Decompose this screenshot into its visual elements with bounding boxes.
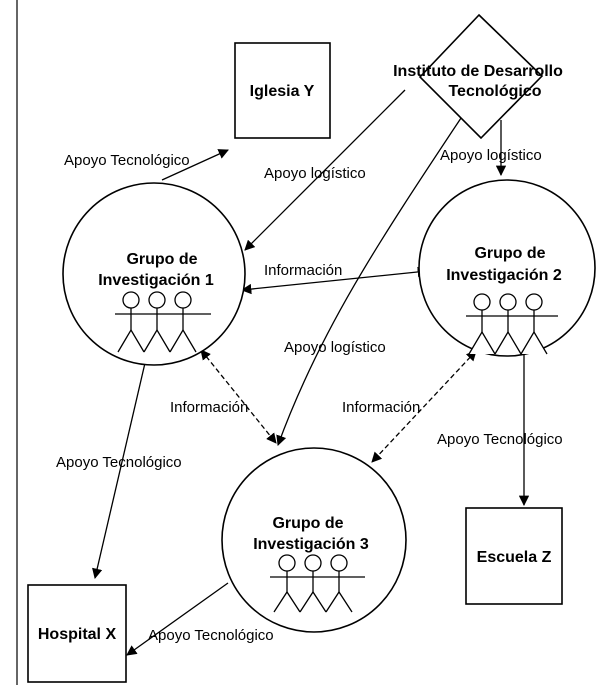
grupo-3-people-icon [270,554,365,613]
node-escuela: Escuela Z [465,507,563,605]
edge-labels: Apoyo Tecnológico Apoyo logístico Apoyo … [56,147,563,644]
label-inst-g2: Apoyo logístico [440,147,542,164]
grupo-1-circle [62,182,246,366]
node-grupo-3: Grupo de Investigación 3 [221,447,407,633]
edge-instituto-to-g1 [244,89,406,251]
hospital-label: Hospital X [38,626,117,643]
grupo-1-label-line2: Investigación 1 [98,272,214,289]
grupo-2-circle [418,179,596,357]
node-hospital: Hospital X [27,584,127,683]
instituto-diamond [418,13,544,140]
iglesia-label: Iglesia Y [250,83,315,100]
hospital-box [27,584,127,683]
grupo-2-label-line1: Grupo de [474,245,545,262]
label-g3-hospital: Apoyo Tecnológico [148,627,274,644]
escuela-label: Escuela Z [477,549,552,566]
edge-g1-g3 [200,349,277,444]
node-grupo-1: Grupo de Investigación 1 [62,182,246,366]
instituto-label-line1: Instituto de Desarrollo [393,63,563,80]
label-g1-iglesia: Apoyo Tecnológico [64,152,190,169]
node-instituto: Instituto de Desarrollo Tecnológico [393,13,563,140]
grupo-1-label-line1: Grupo de [126,251,197,268]
label-g1-hospital: Apoyo Tecnológico [56,454,182,471]
label-inst-g1: Apoyo logístico [264,165,366,182]
edge-instituto-to-g3 [276,114,464,446]
edge-g3-to-hospital [126,582,229,656]
grupo-2-people-icon [466,293,558,355]
edge-g1-to-hospital [92,362,146,580]
node-grupo-2: Grupo de Investigación 2 [418,179,596,357]
grupo-1-people-icon [115,291,211,353]
label-g1-g3: Información [170,399,248,416]
instituto-label-line2: Tecnológico [448,83,541,100]
grupo-3-label-line1: Grupo de [272,515,343,532]
grupo-2-label-line2: Investigación 2 [446,267,562,284]
label-g2-g3: Información [342,399,420,416]
edge-g1-to-iglesia [161,149,229,181]
iglesia-box [234,42,331,139]
edge-g1-g2 [240,266,429,295]
grupo-3-circle [221,447,407,633]
label-g2-escuela: Apoyo Tecnológico [437,431,563,448]
edge-g2-g3 [371,350,477,463]
escuela-box [465,507,563,605]
label-g1-g2: Información [264,262,342,279]
node-iglesia: Iglesia Y [234,42,331,139]
grupo-3-label-line2: Investigación 3 [253,536,369,553]
label-inst-g3: Apoyo logístico [284,339,386,356]
edges [92,89,530,656]
